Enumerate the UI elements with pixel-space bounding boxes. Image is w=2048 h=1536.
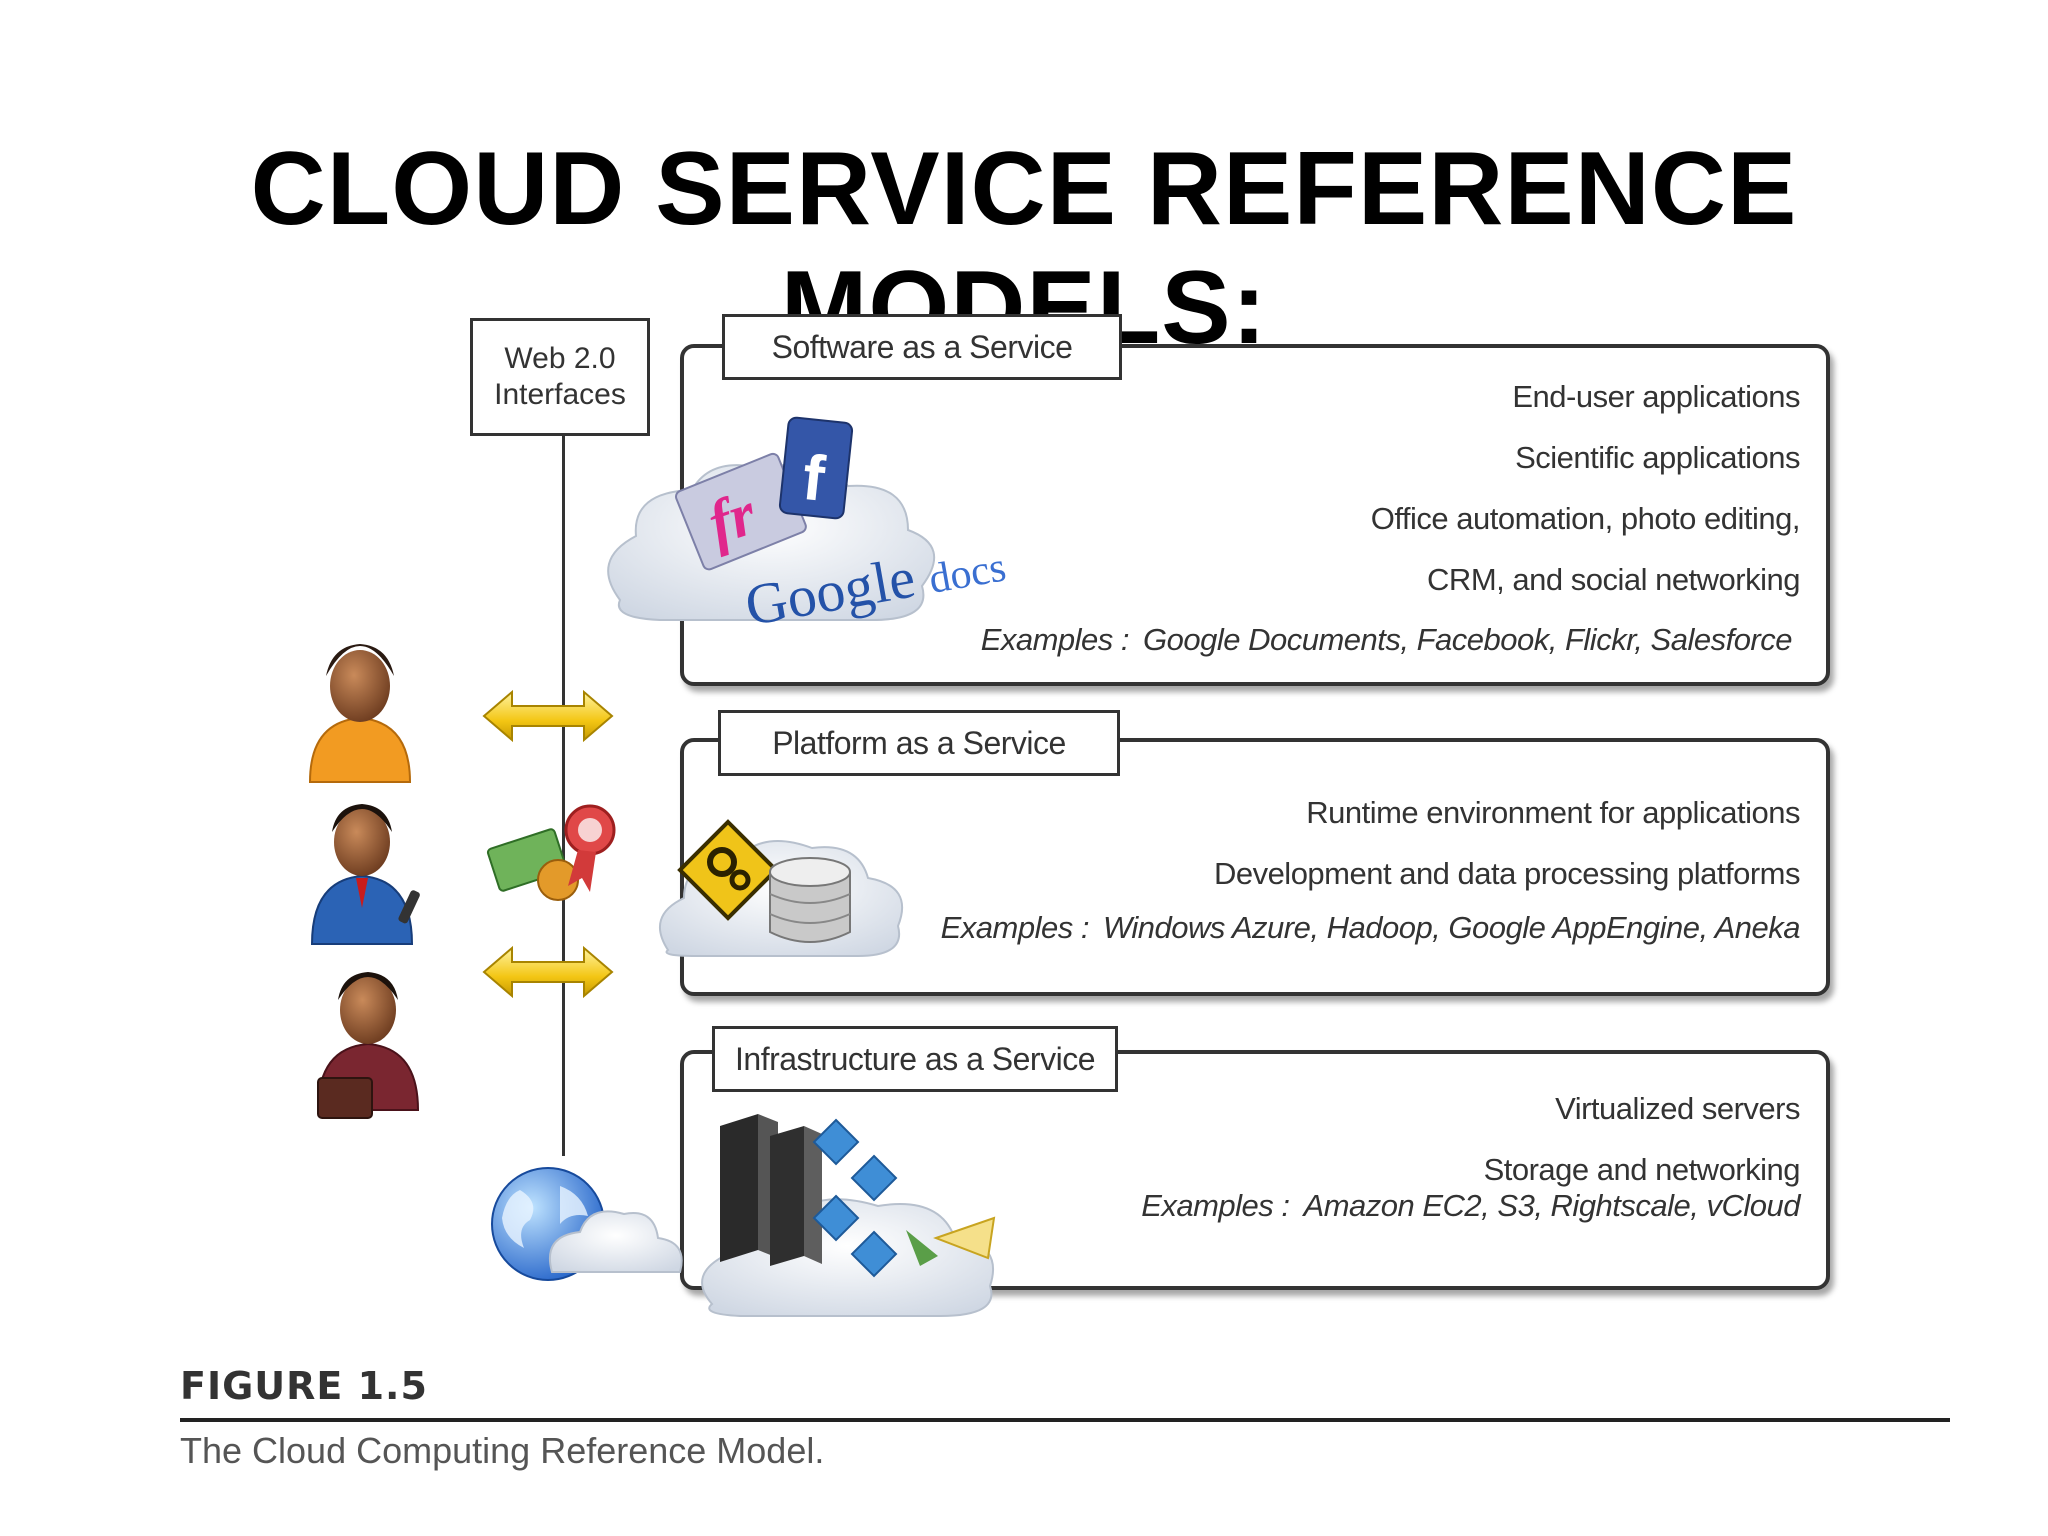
- examples-text: Amazon EC2, S3, Rightscale, vCloud: [1303, 1188, 1801, 1223]
- user-icon: [310, 804, 420, 945]
- saas-feature: Scientific applications: [1515, 440, 1800, 475]
- network-node-icon: [812, 1118, 996, 1278]
- bidirectional-arrow-icon: [482, 689, 614, 743]
- server-rack-icon: [720, 1114, 822, 1266]
- gear-warning-icon: [677, 819, 779, 921]
- saas-feature: CRM, and social networking: [1427, 562, 1800, 597]
- examples-label: Examples :: [1141, 1188, 1290, 1223]
- cloud-icon: [548, 1210, 683, 1273]
- figure-number: FIGURE 1.5: [180, 1364, 428, 1408]
- billing-icon: [486, 804, 616, 901]
- paas-layer: Runtime environment for applications Dev…: [680, 738, 1830, 996]
- web-interfaces-box: Web 2.0 Interfaces: [470, 318, 650, 436]
- paas-tab: Platform as a Service: [718, 710, 1120, 776]
- facebook-icon: f: [778, 416, 854, 520]
- user-icon: [308, 644, 412, 783]
- database-icon: [769, 857, 851, 943]
- figure-caption: The Cloud Computing Reference Model.: [180, 1430, 825, 1471]
- iaas-feature: Storage and networking: [1483, 1152, 1801, 1187]
- iaas-feature: Virtualized servers: [1555, 1091, 1800, 1126]
- examples-text: Google Documents, Facebook, Flickr, Sale…: [1143, 622, 1792, 657]
- bidirectional-arrow-icon: [482, 945, 614, 999]
- web-interface-line: [562, 436, 565, 1156]
- slide-title: CLOUD SERVICE REFERENCE MODELS:: [250, 131, 1798, 366]
- examples-text: Windows Azure, Hadoop, Google AppEngine,…: [1102, 910, 1801, 945]
- iaas-examples: Examples : Amazon EC2, S3, Rightscale, vC…: [1141, 1188, 1800, 1224]
- saas-examples: Examples : Google Documents, Facebook, Fl…: [980, 622, 1793, 658]
- paas-examples: Examples : Windows Azure, Hadoop, Google …: [940, 910, 1801, 946]
- saas-feature: Office automation, photo editing,: [1370, 501, 1801, 536]
- user-icon: [316, 972, 420, 1119]
- saas-features: End-user applications Scientific applica…: [1370, 366, 1801, 610]
- paas-feature: Development and data processing platform…: [1213, 856, 1801, 891]
- saas-feature: End-user applications: [1512, 379, 1800, 414]
- paas-features: Runtime environment for applications Dev…: [1213, 782, 1801, 904]
- saas-tab: Software as a Service: [722, 314, 1122, 380]
- examples-label: Examples :: [940, 910, 1090, 945]
- iaas-tab: Infrastructure as a Service: [712, 1026, 1118, 1092]
- iaas-features: Virtualized servers Storage and networki…: [1483, 1078, 1801, 1200]
- figure-rule: [180, 1418, 1950, 1422]
- paas-feature: Runtime environment for applications: [1306, 795, 1800, 830]
- examples-label: Examples :: [980, 622, 1130, 657]
